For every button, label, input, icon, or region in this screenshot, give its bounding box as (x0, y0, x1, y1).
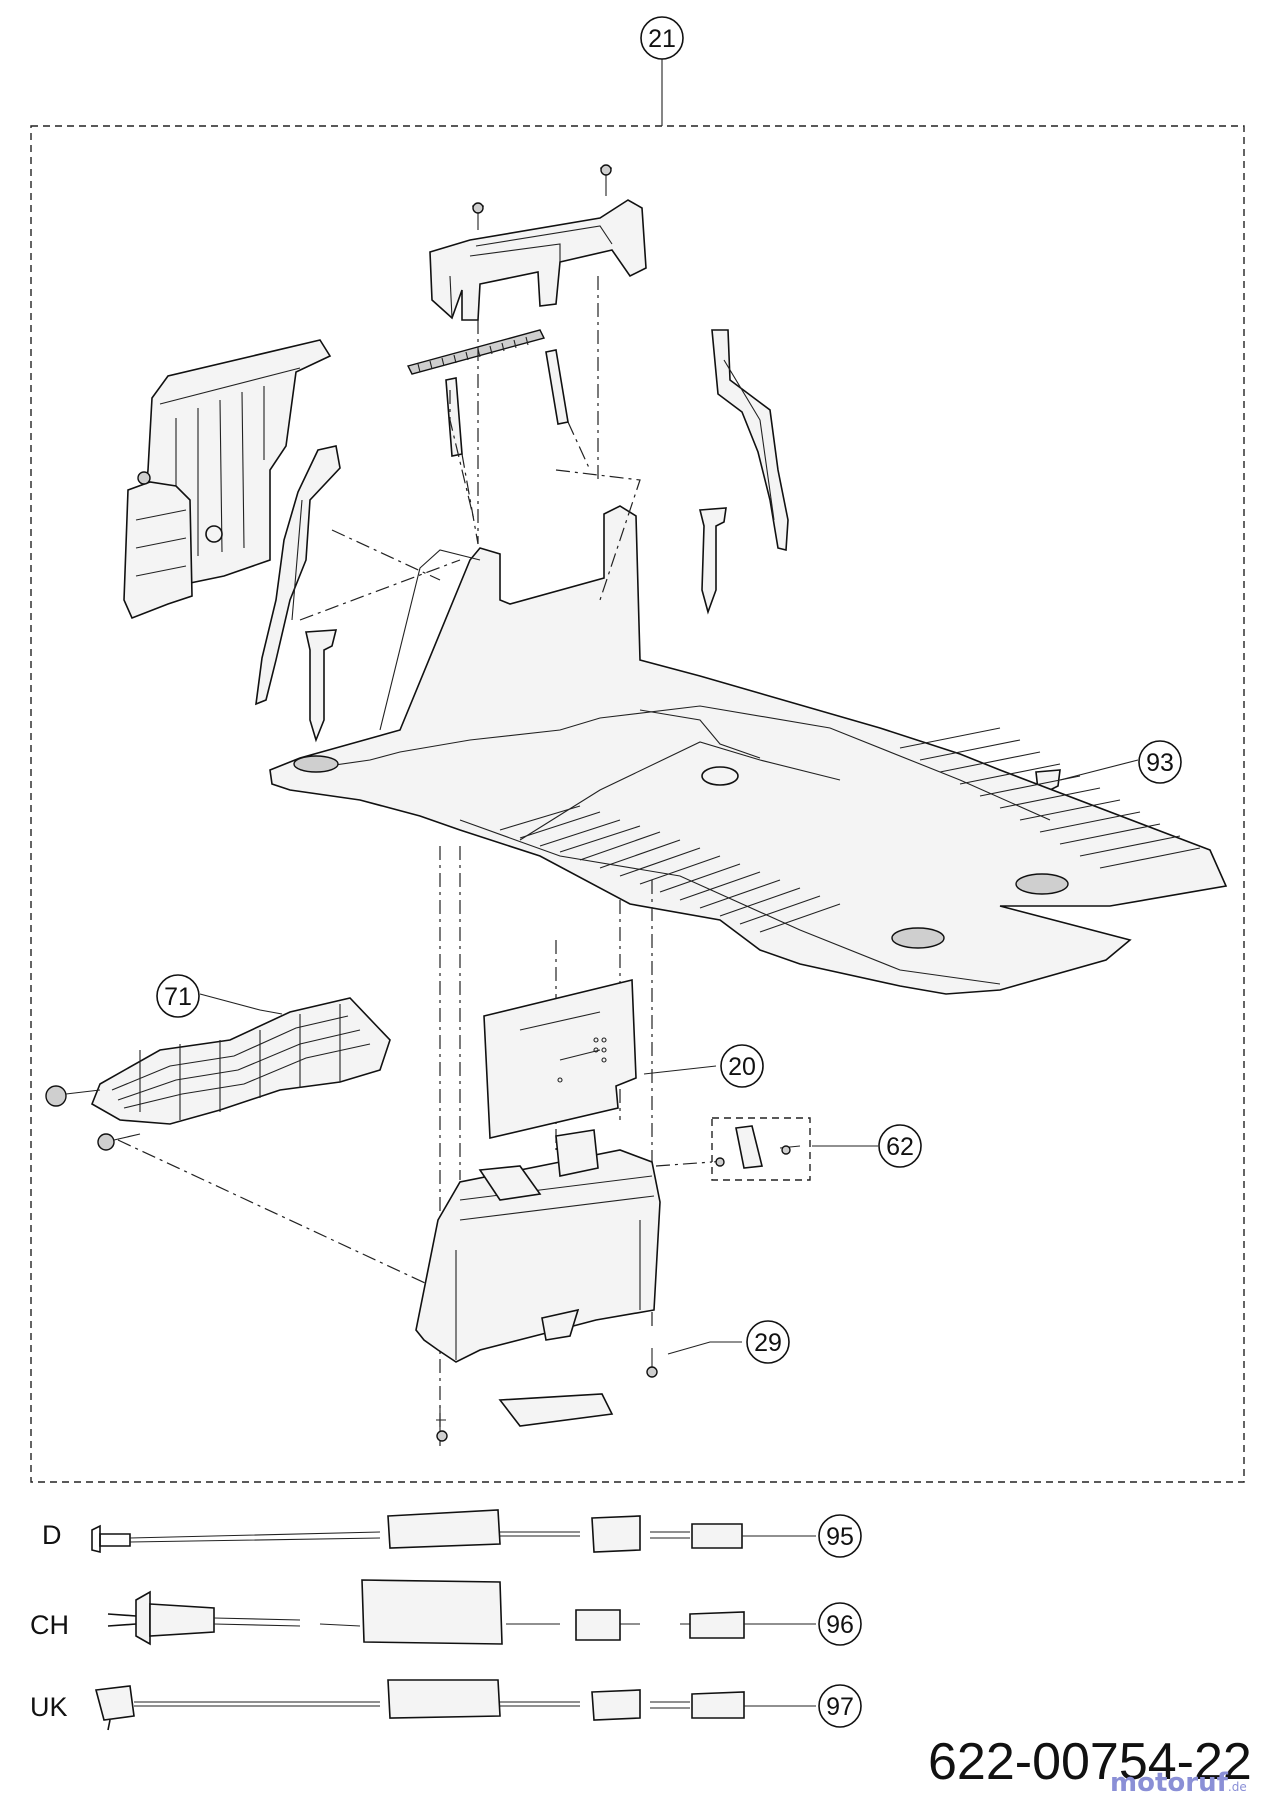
boundary-wire-coil (45, 997, 391, 1151)
adapter-cable-d (91, 1509, 816, 1554)
small-clip-group (655, 1117, 811, 1181)
diagram-part-number: 622-00754-22 (928, 1733, 1252, 1791)
callout-96-text: 96 (826, 1611, 854, 1639)
adapter-cable-uk (94, 1679, 816, 1731)
adapter-cable-ch (107, 1579, 816, 1646)
adapter-label-d: D (42, 1520, 62, 1550)
callout-21-text: 21 (648, 25, 676, 53)
watermark-main: motoruf (1110, 1768, 1228, 1798)
callout-62-text: 62 (886, 1133, 914, 1161)
adapter-label-uk: UK (30, 1692, 68, 1722)
watermark-logo: motoruf.de (1110, 1768, 1247, 1798)
callout-62: 62 (878, 1124, 922, 1168)
callout-20: 20 (720, 1044, 764, 1088)
adapter-label-ch: CH (30, 1610, 69, 1640)
base-plate (269, 505, 1228, 995)
charger-box (415, 1129, 661, 1442)
callout-71: 71 (156, 974, 200, 1018)
callout-20-text: 20 (728, 1053, 756, 1081)
callout-93: 93 (1138, 740, 1182, 784)
assembly-21-boundary (30, 125, 1245, 1483)
callout-93-text: 93 (1146, 749, 1174, 777)
left-cover-panel (123, 339, 332, 620)
callout-97-text: 97 (826, 1693, 854, 1721)
callout-96: 96 (818, 1602, 862, 1646)
watermark-tld: .de (1227, 1780, 1247, 1794)
callout-29: 29 (746, 1320, 790, 1364)
callout-97: 97 (818, 1684, 862, 1728)
callout-95: 95 (818, 1514, 862, 1558)
right-rail (711, 329, 789, 552)
callout-95-text: 95 (826, 1523, 854, 1551)
callout-71-text: 71 (164, 983, 192, 1011)
left-rail (255, 445, 341, 706)
callout-21: 21 (640, 16, 684, 60)
circuit-board (483, 978, 637, 1139)
spring-and-pins (406, 329, 569, 457)
callout-leaders (199, 759, 1139, 1355)
callout-29-text: 29 (754, 1329, 782, 1357)
handle-top-part (429, 164, 647, 321)
